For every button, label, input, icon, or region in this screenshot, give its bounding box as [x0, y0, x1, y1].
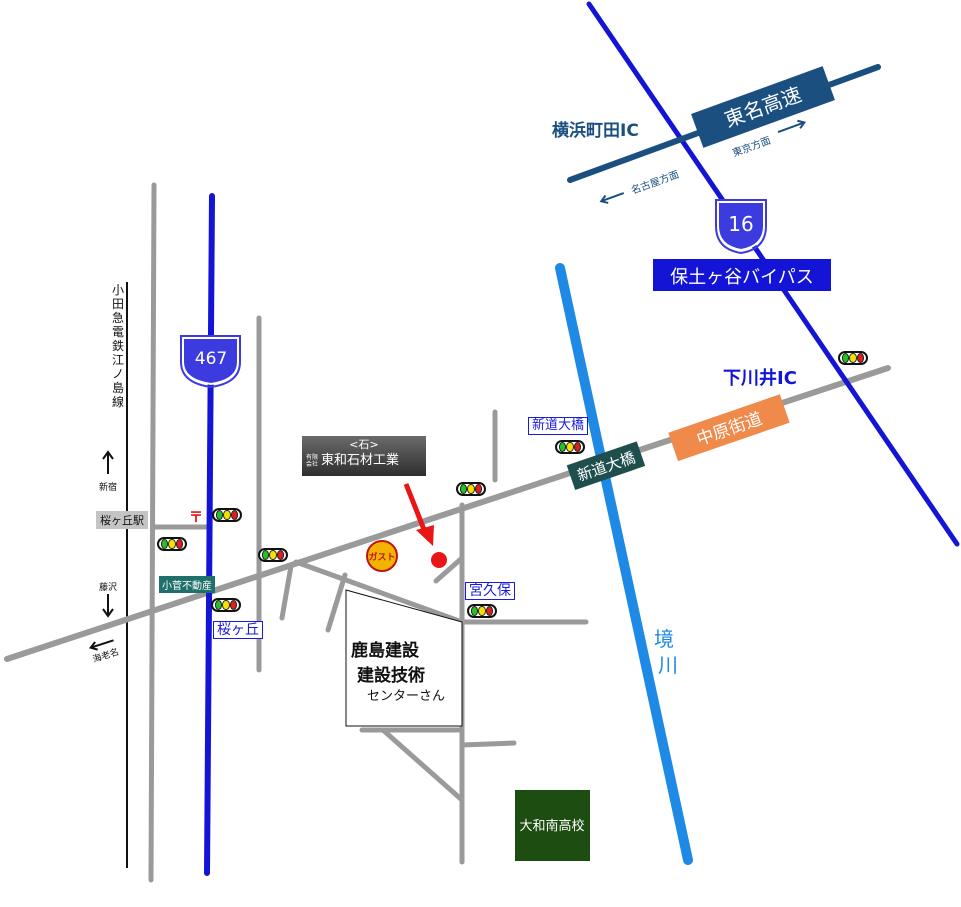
- hodogaya-bypass-label: 保土ヶ谷バイパス: [670, 267, 814, 288]
- kajima-label-2: 建設技術: [357, 665, 425, 686]
- river-name-2: 川: [658, 653, 678, 677]
- kosuge-realestate-label: 小菅不動産: [159, 576, 215, 593]
- company-sign: <石> 有限 会社 東和石材工業: [302, 436, 426, 476]
- sakai-river: [555, 263, 693, 865]
- railway-north-label: 新宿: [99, 481, 117, 493]
- tomei-east-label: 東京方面: [730, 134, 772, 160]
- school-label: 大和南高校: [519, 818, 584, 834]
- company-kind-1: 有限: [306, 454, 319, 461]
- school-box: [515, 790, 590, 861]
- company-logo-mark: <石>: [349, 438, 379, 451]
- sakuragaoka-intersection-label: 桜ヶ丘: [213, 621, 263, 639]
- destination-arrowhead: [416, 525, 434, 546]
- post-office-icon: 〒: [189, 510, 203, 526]
- route-16-number: 16: [728, 212, 753, 236]
- railway-arrows: [102, 450, 114, 618]
- road-spur-3: [433, 555, 465, 584]
- road-south-diag: [380, 727, 465, 803]
- road-south-2: [459, 740, 517, 748]
- kajima-label-1: 鹿島建設: [351, 640, 420, 661]
- company-name: 東和石材工業: [321, 453, 400, 468]
- gusto-logo: ガスト: [366, 540, 398, 572]
- traffic-light-station: [157, 537, 187, 551]
- traffic-light-post-office: [212, 508, 242, 522]
- destination-marker: [431, 552, 447, 568]
- tomei-sign: 東名高速: [691, 66, 835, 148]
- miyakubo-intersection-label: 宮久保: [465, 582, 515, 600]
- road-spur-2: [325, 572, 348, 633]
- river-name-1: 境: [654, 627, 674, 651]
- nakahara-kaido-sign: 中原街道: [668, 394, 790, 462]
- traffic-light-sakuragaoka: [211, 598, 241, 612]
- traffic-light-shindo-ohashi: [555, 440, 585, 454]
- road-diag-1: [293, 559, 465, 625]
- kajima-label-3: センターさん: [367, 689, 445, 704]
- ebina-direction: 海老名: [88, 639, 121, 665]
- traffic-light-shimokawai: [838, 351, 868, 365]
- route-16-shield: 16: [715, 199, 767, 255]
- road-west: [148, 182, 157, 883]
- yokohama-machida-ic-label: 横浜町田IC: [552, 120, 639, 141]
- local-roads: [148, 182, 589, 883]
- sakuragaoka-station-label: 桜ヶ丘駅: [96, 511, 148, 529]
- shimokawai-ic-label: 下川井IC: [723, 367, 797, 389]
- tomei-west-label: 名古屋方面: [629, 168, 680, 197]
- destination-arrow: [403, 483, 428, 533]
- railway-name: 小田急電鉄江ノ島線: [111, 283, 124, 409]
- hodogaya-bypass-box: [653, 259, 831, 291]
- route-467-shield: 467: [180, 335, 241, 389]
- traffic-light-miyakubo: [467, 604, 497, 618]
- traffic-light-west: [258, 548, 288, 562]
- route-467-road: [204, 193, 215, 876]
- route-467-number: 467: [195, 349, 227, 369]
- gusto-label: ガスト: [368, 551, 395, 563]
- kajima-building: [345, 589, 463, 727]
- railway-south-label: 藤沢: [99, 581, 117, 593]
- shindo-ohashi-intersection-label: 新道大橋: [528, 417, 589, 435]
- traffic-light-north: [456, 482, 486, 496]
- road-spur-1: [279, 563, 294, 621]
- company-kind-2: 会社: [306, 461, 319, 468]
- tomei-west-direction: 名古屋方面: [599, 168, 681, 204]
